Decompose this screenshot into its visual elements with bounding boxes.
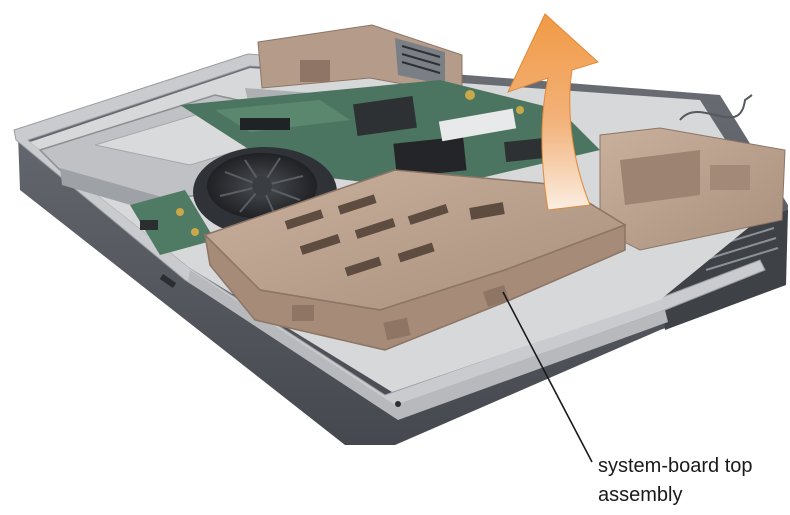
memory-module <box>438 108 517 142</box>
screw-hole <box>395 401 401 407</box>
callout-label-line-1: system-board top <box>598 455 753 477</box>
system-board <box>180 80 600 190</box>
lift-arrow-icon <box>507 13 599 211</box>
right-support-bracket <box>599 94 786 251</box>
callout-label: system-board top assembly <box>598 452 783 510</box>
processor-socket <box>393 136 467 178</box>
system-board-top-assembly <box>203 169 627 351</box>
daughter-board <box>130 190 215 255</box>
callout-leader-line <box>502 291 593 463</box>
rear-connector-cage <box>257 24 463 96</box>
chip <box>353 95 417 137</box>
callout-label-line-2: assembly <box>598 484 683 506</box>
